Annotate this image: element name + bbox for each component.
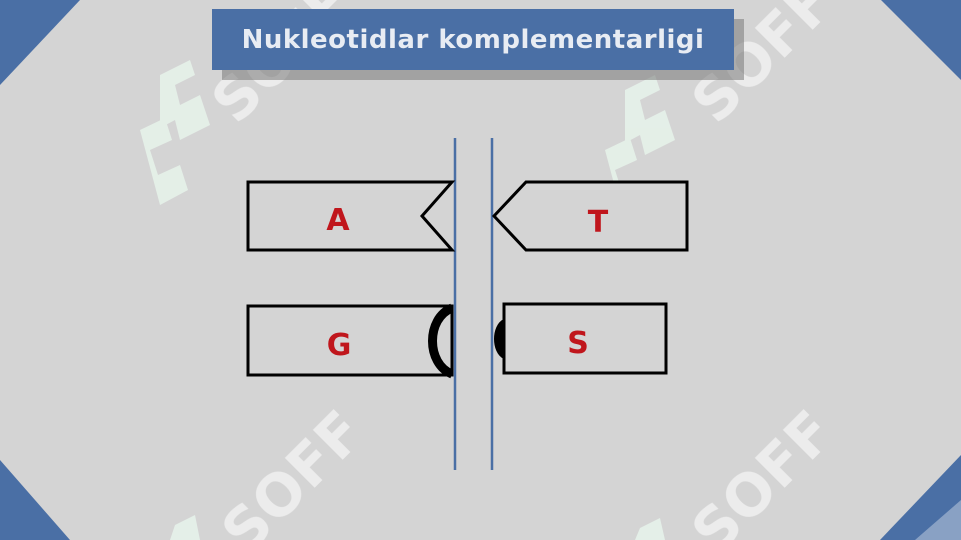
corner-top-left [0,0,80,85]
g-concave-socket [428,303,455,379]
nucleotide-label-s: S [567,326,589,361]
nucleotide-label-a: A [326,203,350,238]
slide-title: Nukleotidlar komplementarligi [241,24,705,55]
s-convex-plug [494,318,505,360]
title-bar: Nukleotidlar komplementarligi [212,9,734,70]
nucleotide-block-g: G [246,303,455,379]
nucleotide-block-s: S [494,302,668,375]
nucleotide-label-g: G [327,328,352,363]
corner-bottom-left [0,460,70,540]
nucleotide-block-a: A [246,180,456,252]
corner-top-right [881,0,961,80]
nucleotide-block-t: T [491,180,689,252]
nucleotide-label-t: T [588,205,609,240]
corner-bottom-right-inner [915,500,961,540]
corner-bottom-right [880,455,961,540]
